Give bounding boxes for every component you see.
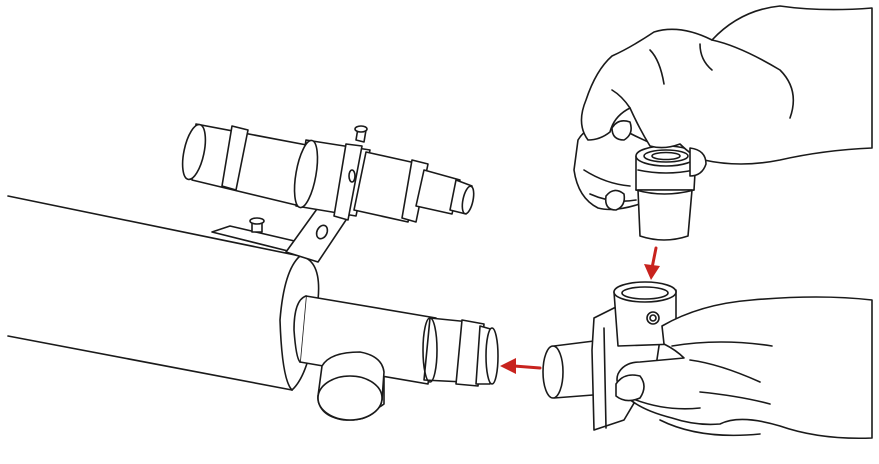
- finder-scope: [181, 123, 475, 223]
- lower-hand: [615, 296, 873, 440]
- upper-hand-front: [580, 5, 873, 177]
- eyepiece: [635, 145, 697, 241]
- focuser-assembly: [293, 295, 499, 421]
- eyepiece-into-diagonal-arrow: [644, 246, 660, 280]
- telescope-main-tube: [7, 195, 320, 391]
- diagonal-into-focuser-arrow: [500, 358, 542, 374]
- star-diagonal: [542, 281, 677, 431]
